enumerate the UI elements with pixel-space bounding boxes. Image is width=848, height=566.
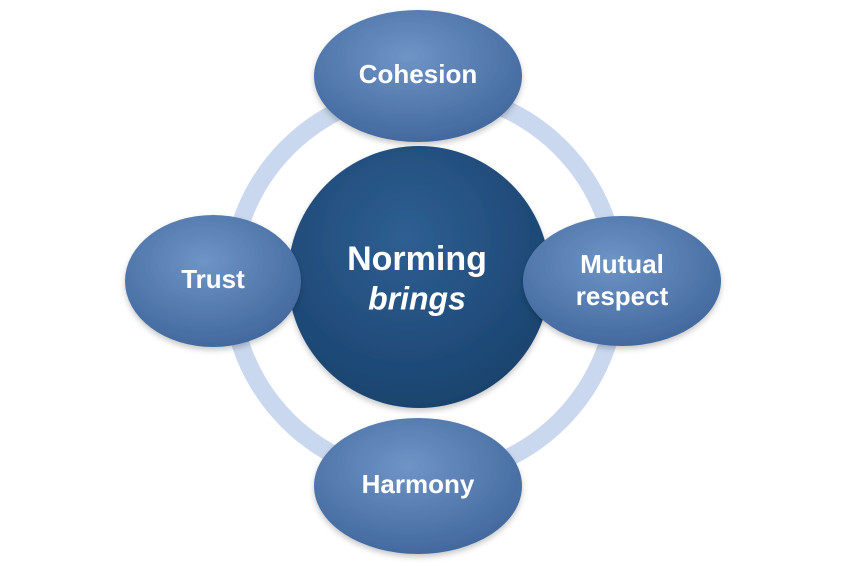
node-mutual-respect-shape [523,216,721,346]
node-mutual-respect-label-line1: Mutual [580,249,664,279]
node-harmony-label: Harmony [362,469,475,499]
node-mutual-respect: Mutual respect [523,216,721,346]
node-trust-shape [125,215,301,347]
node-cohesion-label: Cohesion [359,59,477,89]
center-node-shape [288,146,550,408]
node-trust: Trust [125,215,301,347]
center-node: Norming brings [288,146,550,408]
node-harmony: Harmony [314,418,522,554]
node-cohesion: Cohesion [314,10,522,142]
node-trust-label: Trust [181,264,245,294]
center-subtitle: brings [368,280,466,316]
node-cohesion-shape [314,10,522,142]
center-title: Norming [347,240,487,278]
node-mutual-respect-label-line2: respect [576,281,669,311]
node-harmony-shape [314,418,522,554]
